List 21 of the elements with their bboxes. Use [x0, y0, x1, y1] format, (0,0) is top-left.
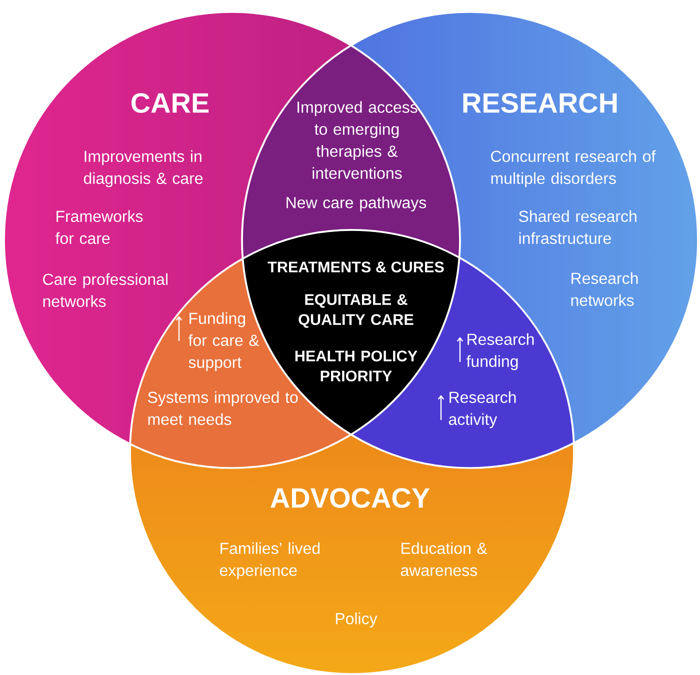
region-text: Policy — [336, 612, 378, 628]
region-text: Families’ lived experience — [220, 542, 320, 580]
core-text: EQUITABLE & QUALITY CARE — [298, 294, 414, 328]
region-text: Research activity — [448, 391, 516, 428]
core-text: HEALTH POLICY PRIORITY — [295, 350, 418, 382]
region-text: Concurrent research of multiple disorders — [491, 150, 656, 188]
region-text: Improvements in diagnosis & care — [84, 150, 203, 188]
region-text: Systems improved to meet needs — [148, 391, 298, 425]
region-text: New care pathways — [286, 196, 426, 212]
region-text: Care professional networks — [43, 273, 168, 307]
region-text: Research funding — [466, 333, 534, 370]
region-text: Frameworks for care — [56, 210, 143, 244]
region-text: Improved access to emerging therapies & interventions — [298, 101, 418, 179]
region-text: Research networks — [571, 272, 638, 306]
region-text: Shared research infrastructure — [519, 210, 636, 244]
region-text: Funding for care & support — [188, 312, 260, 372]
circle-heading: RESEARCH — [463, 93, 617, 113]
core-text: TREATMENTS & CURES — [268, 262, 444, 272]
circle-heading: CARE — [131, 93, 209, 113]
circle-heading: ADVOCACY — [270, 488, 430, 508]
region-text: Education & awareness — [400, 542, 488, 576]
